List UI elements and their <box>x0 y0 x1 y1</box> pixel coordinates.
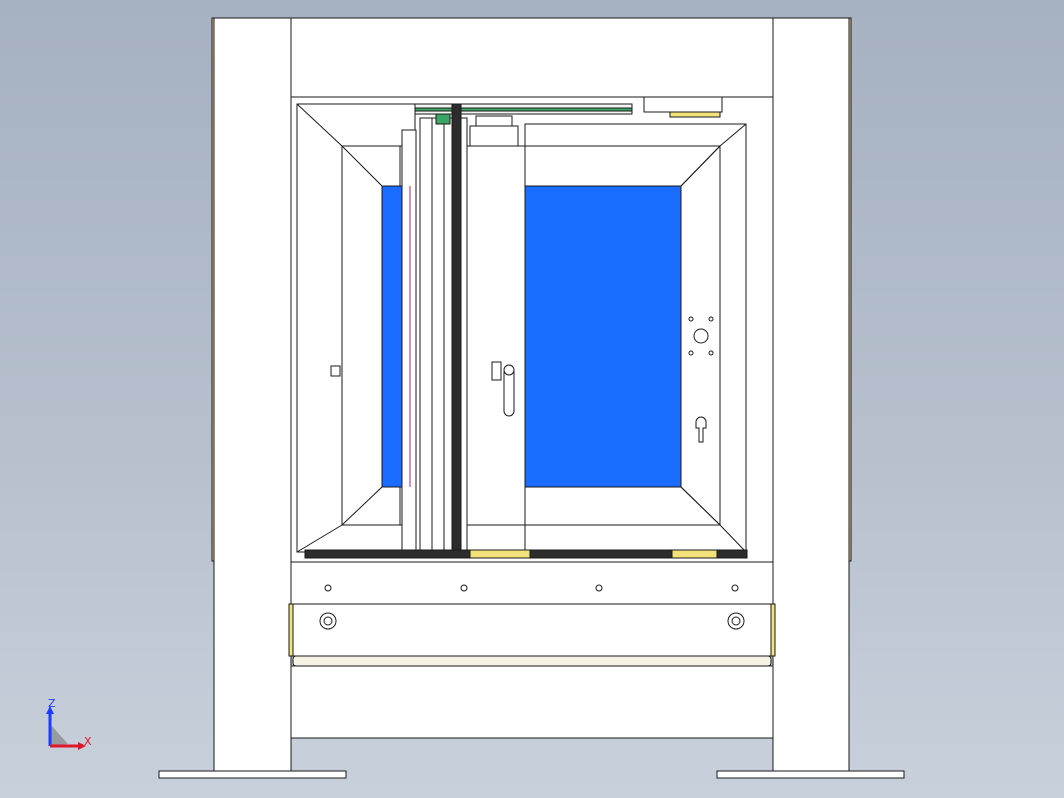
lower-fitting-left-inner <box>323 616 333 626</box>
rail-5-dark <box>451 103 462 551</box>
right-door-bevel-tr <box>719 123 747 147</box>
rail-6 <box>460 117 468 551</box>
rail-top-green <box>435 113 451 125</box>
base-bolt-2 <box>460 584 468 592</box>
x-axis-arrowhead <box>78 742 86 750</box>
left-leg <box>213 17 292 772</box>
rail-2 <box>419 117 433 551</box>
knob-screw-2 <box>708 316 714 322</box>
base-bolt-3 <box>595 584 603 592</box>
door-knob <box>693 328 709 344</box>
base-bolt-1 <box>324 584 332 592</box>
bottom-yellow-center <box>469 549 531 559</box>
handle-mount <box>491 361 502 381</box>
keyhole <box>695 416 707 443</box>
rail-1 <box>401 129 417 551</box>
lower-plate-right-edge <box>770 603 776 657</box>
x-axis-label: X <box>84 735 92 748</box>
left-foot <box>158 770 347 779</box>
rail-4 <box>443 117 453 551</box>
rail-3 <box>431 117 445 551</box>
column-base <box>466 524 526 551</box>
lower-fitting-right-inner <box>731 616 741 626</box>
axis-triad-graphic <box>46 706 86 750</box>
right-window-bevel-t <box>680 145 721 187</box>
left-window-bevel-t <box>341 145 383 187</box>
right-foot <box>716 770 905 779</box>
base-plate <box>290 561 774 605</box>
y-axis-wedge <box>50 724 68 746</box>
top-frame-beam <box>213 17 850 98</box>
bottom-yellow-right <box>671 549 718 559</box>
right-leg <box>772 17 850 772</box>
right-door-bevel-br <box>719 524 747 553</box>
left-glass-panel <box>381 185 405 488</box>
column-collar <box>469 125 519 147</box>
axis-triad[interactable]: Z X <box>38 698 98 758</box>
top-right-box <box>643 96 723 113</box>
knob-screw-1 <box>688 316 694 322</box>
left-door-latch <box>330 365 341 377</box>
lower-plate <box>290 603 774 657</box>
knob-screw-4 <box>708 350 714 356</box>
right-window-bevel-b <box>680 486 721 526</box>
bottom-crossbar <box>290 665 774 739</box>
handle-pivot <box>503 364 515 376</box>
top-right-yellow <box>669 111 721 118</box>
lower-plate-left-edge <box>288 603 294 657</box>
base-bolt-4 <box>731 584 739 592</box>
knob-screw-3 <box>688 350 694 356</box>
left-door-bevel-tl <box>296 103 343 147</box>
z-axis-arrowhead <box>46 706 54 714</box>
z-axis-label: Z <box>48 697 56 710</box>
right-glass-panel <box>524 185 682 488</box>
left-window-bevel-b <box>341 486 383 526</box>
lower-roller <box>292 655 772 667</box>
column-body <box>466 145 526 526</box>
left-door-bevel-bl <box>296 524 343 553</box>
